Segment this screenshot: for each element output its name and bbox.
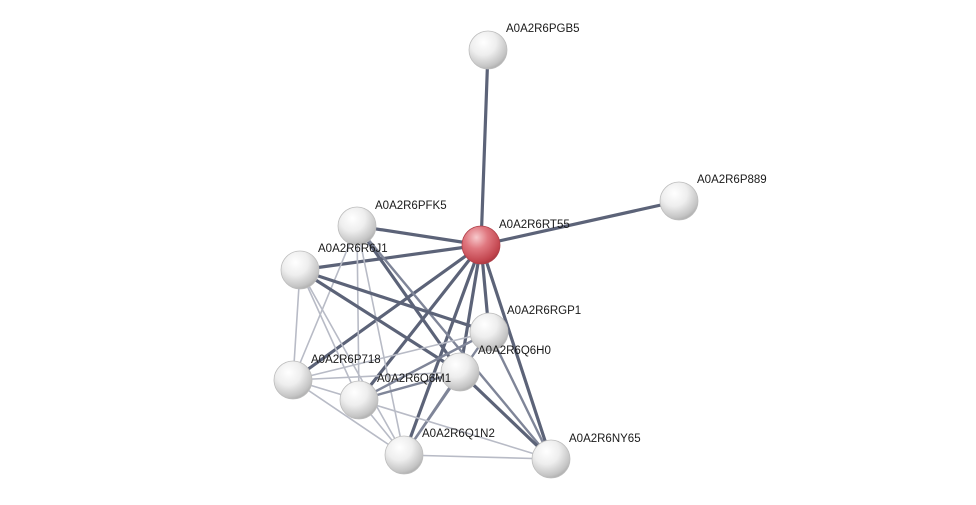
node-label-A0A2R6RT55: A0A2R6RT55 bbox=[499, 219, 570, 231]
edge-A0A2R6Q6H0-A0A2R6NY65[interactable] bbox=[458, 370, 553, 461]
edge-A0A2R6Q6H0-A0A2R6P718[interactable] bbox=[292, 371, 461, 381]
node-layer bbox=[273, 30, 699, 479]
edge-A0A2R6PFK5-A0A2R6Q6H0[interactable] bbox=[355, 224, 462, 374]
node-A0A2R6Q6H0[interactable] bbox=[440, 352, 480, 392]
node-A0A2R6PFK5[interactable] bbox=[337, 206, 377, 246]
edge-A0A2R6RT55-A0A2R6Q6M1[interactable] bbox=[357, 243, 483, 402]
node-A0A2R6NY65[interactable] bbox=[531, 439, 571, 479]
edge-A0A2R6PFK5-A0A2R6P718[interactable] bbox=[292, 225, 358, 381]
node-label-A0A2R6Q6M1: A0A2R6Q6M1 bbox=[377, 373, 451, 385]
node-label-A0A2R6RGP1: A0A2R6RGP1 bbox=[507, 305, 581, 317]
edge-A0A2R6RT55-A0A2R6PGB5[interactable] bbox=[479, 48, 490, 247]
label-layer: A0A2R6RT55 A0A2R6PGB5A0A2R6P889A0A2R6PFK5… bbox=[311, 23, 767, 445]
edge-A0A2R6PFK5-A0A2R6Q1N2[interactable] bbox=[356, 225, 405, 456]
node-label-A0A2R6Q6H0: A0A2R6Q6H0 bbox=[478, 345, 551, 357]
edge-A0A2R6RT55-A0A2R6Q6H0[interactable] bbox=[458, 243, 483, 374]
node-label-A0A2R6NY65: A0A2R6NY65 bbox=[569, 433, 641, 445]
edge-A0A2R6R6J1-A0A2R6Q1N2[interactable] bbox=[299, 269, 405, 456]
node-label-A0A2R6R6J1: A0A2R6R6J1 bbox=[318, 243, 388, 255]
edge-A0A2R6RT55-A0A2R6NY65[interactable] bbox=[479, 243, 553, 461]
edge-A0A2R6P718-A0A2R6Q1N2[interactable] bbox=[292, 379, 405, 456]
node-A0A2R6P889[interactable] bbox=[659, 181, 699, 221]
edge-A0A2R6PFK5-A0A2R6Q6M1[interactable] bbox=[356, 225, 360, 401]
edge-A0A2R6RT55-A0A2R6Q1N2[interactable] bbox=[402, 243, 483, 457]
edge-A0A2R6R6J1-A0A2R6RGP1[interactable] bbox=[298, 268, 491, 334]
node-A0A2R6Q1N2[interactable] bbox=[384, 435, 424, 475]
node-A0A2R6RT55[interactable] bbox=[461, 225, 501, 265]
edge-A0A2R6PFK5-A0A2R6NY65[interactable] bbox=[355, 224, 553, 461]
edge-A0A2R6RT55-A0A2R6P718[interactable] bbox=[291, 243, 483, 382]
node-A0A2R6P718[interactable] bbox=[273, 360, 313, 400]
edge-A0A2R6RGP1-A0A2R6P718[interactable] bbox=[292, 331, 490, 381]
edge-A0A2R6R6J1-A0A2R6Q6M1[interactable] bbox=[299, 269, 360, 401]
edge-A0A2R6RGP1-A0A2R6Q6M1[interactable] bbox=[357, 330, 491, 402]
node-A0A2R6R6J1[interactable] bbox=[280, 250, 320, 290]
node-label-A0A2R6P718: A0A2R6P718 bbox=[311, 354, 381, 366]
edge-A0A2R6Q6M1-A0A2R6NY65[interactable] bbox=[358, 399, 552, 460]
edge-A0A2R6RT55-A0A2R6R6J1[interactable] bbox=[298, 243, 483, 272]
node-label-A0A2R6PGB5: A0A2R6PGB5 bbox=[506, 23, 580, 35]
node-label-A0A2R6Q1N2: A0A2R6Q1N2 bbox=[422, 428, 495, 440]
node-label-A0A2R6PFK5: A0A2R6PFK5 bbox=[375, 200, 447, 212]
edge-A0A2R6RT55-A0A2R6P889[interactable] bbox=[479, 199, 681, 247]
node-A0A2R6PGB5[interactable] bbox=[468, 30, 508, 70]
node-A0A2R6RGP1[interactable] bbox=[469, 312, 509, 352]
edge-A0A2R6R6J1-A0A2R6Q6H0[interactable] bbox=[298, 268, 462, 374]
edge-A0A2R6RGP1-A0A2R6NY65[interactable] bbox=[487, 330, 553, 461]
node-A0A2R6Q6M1[interactable] bbox=[339, 380, 379, 420]
edge-layer bbox=[291, 48, 681, 461]
node-label-A0A2R6P889: A0A2R6P889 bbox=[697, 174, 767, 186]
edge-A0A2R6Q1N2-A0A2R6NY65[interactable] bbox=[403, 454, 552, 460]
edge-A0A2R6RT55-A0A2R6PFK5[interactable] bbox=[355, 224, 483, 247]
